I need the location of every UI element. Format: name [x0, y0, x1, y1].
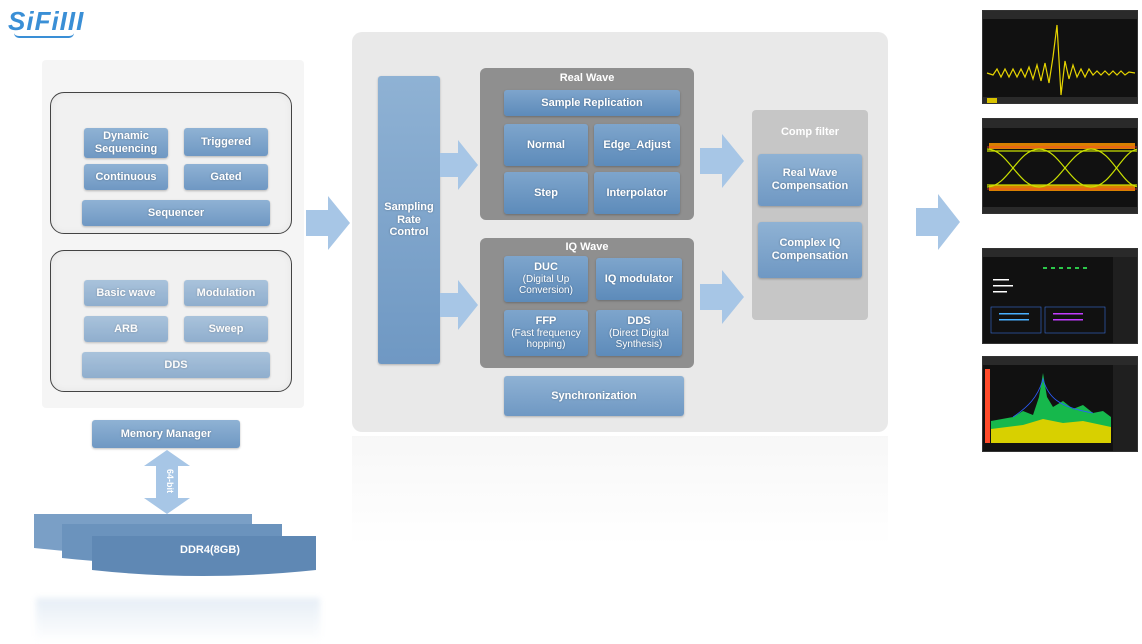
- continuous-block: Continuous: [84, 164, 168, 190]
- center-reflection: [352, 436, 888, 546]
- logo-text: SiFiIII: [8, 6, 85, 36]
- analysis-table-screenshot: [982, 248, 1138, 344]
- ddr-reflection: [36, 598, 320, 642]
- modulation-block: Modulation: [184, 280, 268, 306]
- arb-block: ARB: [84, 316, 168, 342]
- spectrum-screenshot: [982, 356, 1138, 452]
- sequencer-bar: Sequencer: [82, 200, 270, 226]
- pulse-waveform-screenshot: [982, 10, 1138, 104]
- duc-title: DUC: [534, 261, 558, 274]
- dynamic-sequencing-block: Dynamic Sequencing: [84, 128, 168, 158]
- iq-wave-title: IQ Wave: [565, 241, 609, 253]
- sampling-to-iq-arrow: [440, 280, 478, 330]
- dds-subtitle: (Direct Digital Synthesis): [608, 327, 669, 351]
- basic-wave-block: Basic wave: [84, 280, 168, 306]
- normal-block: Normal: [504, 124, 588, 166]
- iq-to-comp-arrow: [700, 270, 744, 324]
- triggered-block: Triggered: [184, 128, 268, 156]
- comp-to-output-arrow: [916, 194, 960, 250]
- real-wave-title: Real Wave: [559, 72, 615, 84]
- complex-iq-compensation-block: Complex IQ Compensation: [758, 222, 862, 278]
- sweep-block: Sweep: [184, 316, 268, 342]
- sifi-logo: SiFiIII: [8, 6, 84, 38]
- comp-filter-group: [752, 110, 868, 320]
- duc-subtitle: (Digital Up Conversion): [519, 273, 573, 297]
- ffp-title: FFP: [535, 315, 557, 328]
- edge-adjust-block: Edge_Adjust: [594, 124, 680, 166]
- synchronization-block: Synchronization: [504, 376, 684, 416]
- bus-width-label: 64-bit: [165, 468, 175, 493]
- sampling-to-real-arrow: [440, 140, 478, 190]
- ffp-subtitle: (Fast frequency hopping): [511, 327, 581, 351]
- memory-manager-block: Memory Manager: [92, 420, 240, 448]
- dds-block: DDS (Direct Digital Synthesis): [596, 310, 682, 356]
- ddr-memory-stack: [32, 508, 322, 598]
- dds-title: DDS: [627, 315, 651, 328]
- ddr-label: DDR4(8GB): [180, 544, 240, 556]
- dds-bar: DDS: [82, 352, 270, 378]
- ffp-block: FFP (Fast frequency hopping): [504, 310, 588, 356]
- gated-block: Gated: [184, 164, 268, 190]
- real-wave-compensation-block: Real Wave Compensation: [758, 154, 862, 206]
- duc-block: DUC (Digital Up Conversion): [504, 256, 588, 302]
- sampling-rate-control-block: Sampling Rate Control: [378, 76, 440, 364]
- iq-modulator-block: IQ modulator: [596, 258, 682, 300]
- left-to-center-arrow: [306, 196, 350, 250]
- comp-filter-title: Comp filter: [780, 126, 840, 138]
- step-block: Step: [504, 172, 588, 214]
- eye-diagram-screenshot: [982, 118, 1138, 214]
- real-to-comp-arrow: [700, 134, 744, 188]
- memory-bus-arrow: [142, 450, 192, 514]
- interpolator-block: Interpolator: [594, 172, 680, 214]
- sample-replication-block: Sample Replication: [504, 90, 680, 116]
